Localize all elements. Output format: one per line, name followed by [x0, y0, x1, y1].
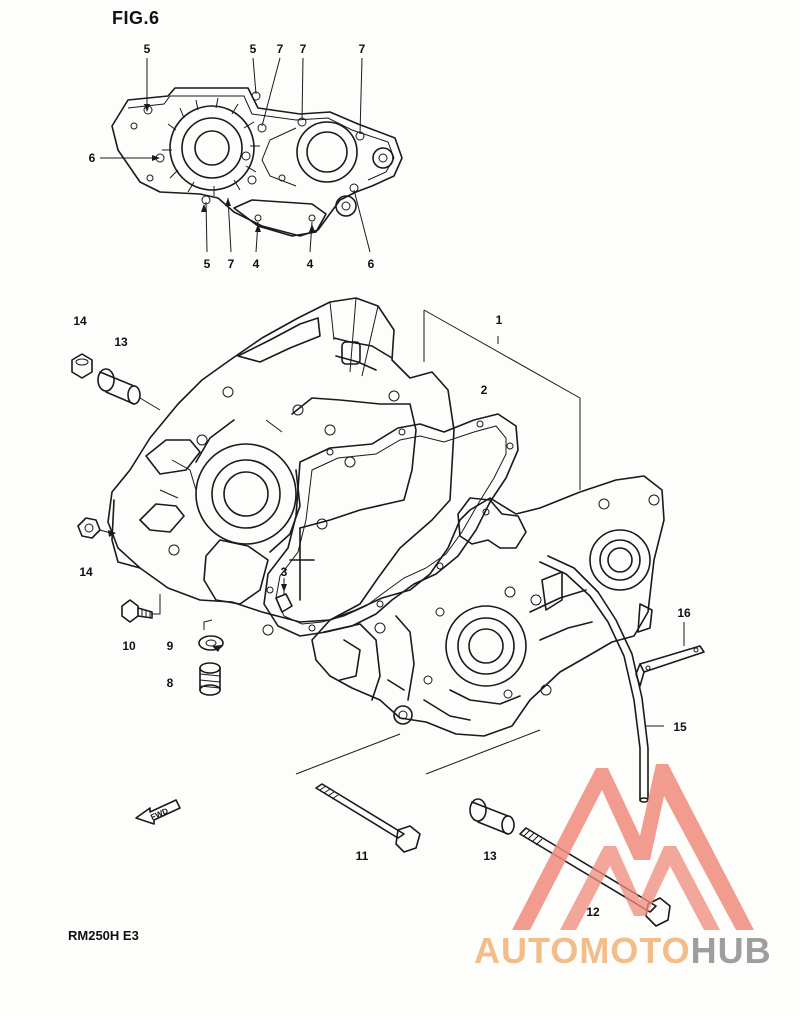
part-label-9: 9	[167, 639, 174, 653]
label-4-b: 4	[307, 257, 314, 271]
fwd-label: FWD	[149, 806, 170, 822]
figure-title: FIG.6	[112, 8, 160, 28]
model-code: RM250H E3	[68, 928, 139, 943]
label-7-c: 7	[359, 42, 366, 56]
washer-9	[198, 619, 224, 651]
part-label-10: 10	[122, 639, 136, 653]
bolt-11	[295, 733, 421, 853]
bushing-bottom	[425, 729, 541, 835]
crankcase-gasket	[263, 413, 519, 637]
watermark-text-hub: HUB	[690, 930, 772, 971]
part-label-1: 1	[496, 313, 503, 327]
part-label-8: 8	[167, 676, 174, 690]
part-label-13-bottom: 13	[483, 849, 497, 863]
assembly-bracket-1	[423, 309, 581, 490]
label-6-b: 6	[368, 257, 375, 271]
part-label-12: 12	[586, 905, 600, 919]
part-label-14-side: 14	[79, 565, 93, 579]
watermark-logo	[512, 764, 754, 930]
part-label-group: 14 13 1 2 14 3 10 9 8 16 15 11 13 12	[73, 313, 691, 919]
right-crankcase-half	[311, 475, 665, 737]
part-label-11: 11	[356, 849, 369, 863]
label-7-d: 7	[228, 257, 235, 271]
breather-hose-15	[539, 555, 664, 803]
label-4-a: 4	[253, 257, 260, 271]
part-label-15: 15	[673, 720, 687, 734]
part-label-16: 16	[677, 606, 691, 620]
nut-top	[71, 353, 93, 379]
watermark-text: AUTOMOTOHUB	[474, 930, 772, 972]
label-7-b: 7	[300, 42, 307, 56]
label-5-a: 5	[144, 42, 151, 56]
part-label-2: 2	[481, 383, 488, 397]
drain-plug-8	[199, 662, 221, 696]
label-7-a: 7	[277, 42, 284, 56]
label-pointer-group	[108, 104, 315, 652]
bushing-top	[97, 368, 161, 411]
label-5-b: 5	[250, 42, 257, 56]
watermark-text-automoto: AUTOMOTO	[474, 930, 691, 971]
left-crankcase-half	[107, 297, 455, 636]
top-view-label-group: 5 5 7 7 7 6 5 7 4 4 6	[89, 42, 375, 271]
hose-clamp-16	[635, 622, 705, 687]
label-6-a: 6	[89, 151, 96, 165]
part-label-14-top: 14	[73, 314, 87, 328]
part-label-3: 3	[281, 565, 288, 579]
crankcase-top-view	[100, 57, 403, 253]
bolt-10	[121, 594, 161, 623]
label-5-c: 5	[204, 257, 211, 271]
fwd-direction-arrow: FWD	[135, 799, 181, 825]
part-label-13-top: 13	[114, 335, 128, 349]
